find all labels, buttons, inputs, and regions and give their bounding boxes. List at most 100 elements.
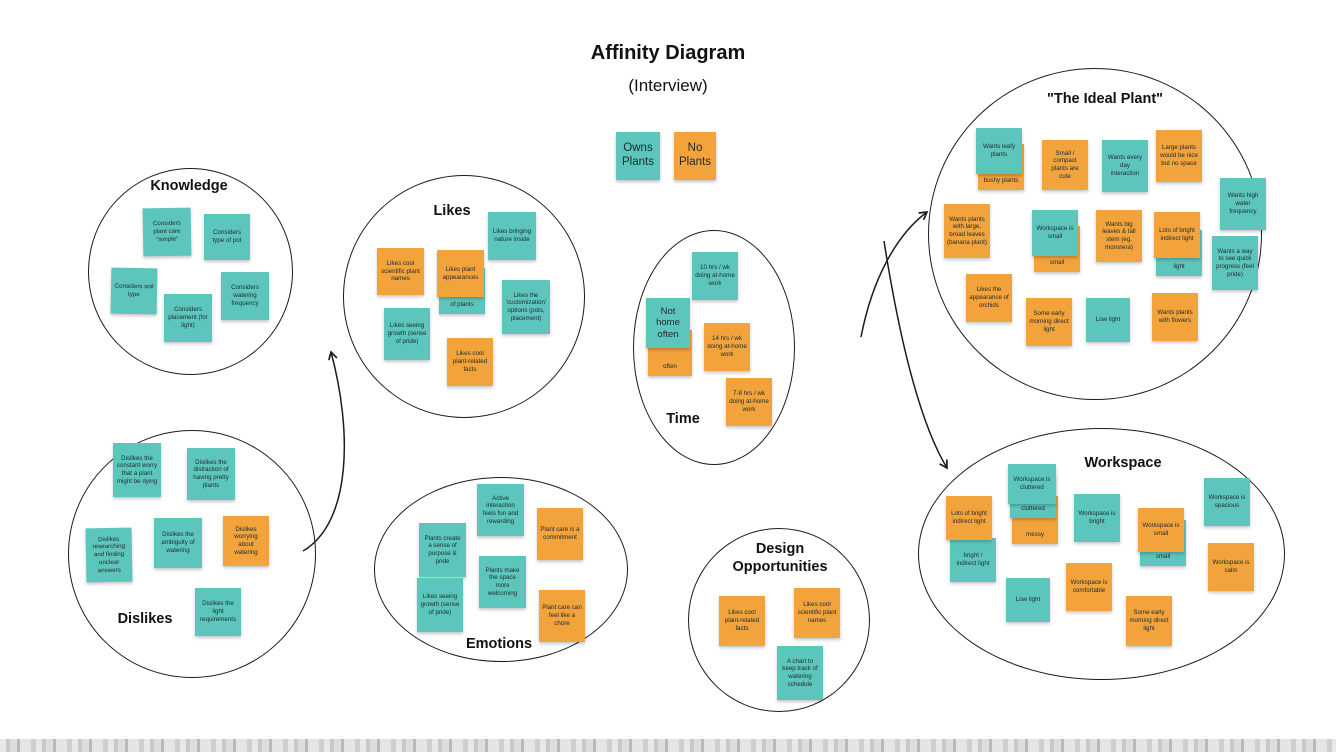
sticky-note-dislikes[interactable]: Dislikes researching and finding unclear… [85,527,133,583]
sticky-note-workspace[interactable]: Workspace is calm [1208,543,1254,591]
sticky-note-ideal-plant[interactable]: Wants high water frequency [1220,178,1266,230]
cluster-label-time: Time [666,411,700,427]
sticky-note-ideal-plant[interactable]: Wants plants with flowers [1152,293,1198,341]
sticky-note-knowledge[interactable]: Considers soil type [110,267,158,315]
sticky-note-text: Lots of bright indirect light [951,510,987,525]
sticky-note-text: 14 hrs / wk doing at-home work [707,335,747,358]
sticky-note-ideal-plant[interactable]: Some early morning direct light [1026,298,1072,346]
sticky-note-emotions[interactable]: Plants make the space more welcoming [479,556,526,608]
sticky-note-design-opportunities[interactable]: A chart to keep track of watering schedu… [777,646,823,700]
sticky-note-text: small [1155,553,1171,561]
sticky-note-ideal-plant[interactable]: Wants big leaves & tall stem (eg. monste… [1096,210,1142,262]
sticky-note-text: light [1173,263,1185,271]
sticky-note-text: Likes seeing growth (sense of pride) [387,322,427,345]
sticky-note-text: Wants leafy plants [982,143,1016,158]
sticky-note-workspace[interactable]: Workspace is spacious [1204,478,1250,526]
sticky-note-text: Some early morning direct light [1029,310,1069,333]
sticky-note-text: Likes plant appearances [442,265,479,281]
sticky-note-emotions[interactable]: Active interaction feels fun and rewardi… [477,484,524,536]
legend-no-plants-label: No Plants [679,142,711,168]
sticky-note-emotions[interactable]: Plant care is a commitment [537,508,583,560]
sticky-note-emotions[interactable]: Likes seeing growth (sense of pride) [417,578,463,632]
sticky-note-text: Likes the 'customization' options (pots,… [505,291,547,322]
sticky-note-knowledge[interactable]: Considers watering frequency [221,272,269,320]
sticky-note-text: Wants a way to see quick progress (feel … [1216,247,1254,278]
sticky-note-likes[interactable]: Likes cool scientific plant names [377,248,424,295]
sticky-note-likes[interactable]: Likes seeing growth (sense of pride) [384,308,430,360]
sticky-note-text: Workspace is comfortable [1070,579,1108,594]
sticky-note-emotions[interactable]: Plant care can feel like a chore [539,590,585,642]
sticky-note-text: Workspace is small [1142,522,1180,537]
sticky-note-text: Wants big leaves & tall stem (eg. monste… [1102,220,1136,251]
sticky-note-ideal-plant[interactable]: Small / compact plants are cute [1042,140,1088,190]
sticky-note-text: 7-8 hrs / wk doing at-home work [729,390,769,413]
sticky-note-text: cluttered [1021,505,1045,513]
sticky-note-likes[interactable]: Likes bringing nature inside [488,212,536,260]
sticky-note-time[interactable]: Not home often [646,298,690,348]
cluster-knowledge[interactable] [88,168,293,375]
sticky-note-text: Considers plant care "simple" [152,220,181,244]
sticky-note-workspace[interactable]: Workspace is comfortable [1066,563,1112,611]
sticky-note-likes[interactable]: Likes plant appearances [437,250,484,297]
sticky-note-text: Not home often [656,305,680,340]
sticky-note-design-opportunities[interactable]: Likes cool scientific plant names [794,588,840,638]
sticky-note-ideal-plant[interactable]: Wants a way to see quick progress (feel … [1212,236,1258,290]
sticky-note-ideal-plant[interactable]: Lots of bright indirect light [1154,212,1200,258]
sticky-note-workspace[interactable]: Workspace is bright [1074,494,1120,542]
sticky-note-text: bright / indirect light [956,552,990,567]
sticky-note-text: 10 hrs / wk doing at-home work [695,264,735,287]
cluster-emotions[interactable] [374,477,628,662]
cluster-workspace[interactable] [918,428,1285,680]
sticky-note-dislikes[interactable]: Dislikes the distraction of having prett… [187,448,235,500]
legend-note-no-plants[interactable]: No Plants [674,132,716,180]
sticky-note-likes[interactable]: Likes cool plant-related facts [447,338,493,386]
sticky-note-text: A chart to keep track of watering schedu… [782,657,818,688]
sticky-note-knowledge[interactable]: Considers plant care "simple" [142,207,192,257]
sticky-note-time[interactable]: 14 hrs / wk doing at-home work [704,323,750,371]
sticky-note-ideal-plant[interactable]: Wants plants with large, broad leaves (b… [944,204,990,258]
sticky-note-time[interactable]: 7-8 hrs / wk doing at-home work [726,378,772,426]
cluster-likes[interactable] [343,175,585,418]
sticky-note-text: bushy plants [983,177,1019,185]
cluster-label-knowledge: Knowledge [150,178,228,194]
sticky-note-knowledge[interactable]: Considers placement (for light) [164,294,212,342]
sticky-note-text: Likes the appearance of orchids [969,286,1009,309]
cluster-ideal-plant[interactable] [928,68,1262,400]
cluster-label-workspace: Workspace [1084,455,1162,471]
legend-note-owns-plants[interactable]: Owns Plants [616,132,660,180]
cluster-time[interactable] [633,230,795,465]
cluster-dislikes[interactable] [68,430,316,678]
sticky-note-emotions[interactable]: Plants create a sense of purpose & pride [419,523,466,577]
sticky-note-dislikes[interactable]: Dislikes the constant worry that a plant… [113,443,161,497]
sticky-note-text: Considers placement (for light) [168,306,208,329]
sticky-note-ideal-plant[interactable]: Workspace is small [1032,210,1078,256]
sticky-note-ideal-plant[interactable]: Wants leafy plants [976,128,1022,174]
sticky-note-dislikes[interactable]: Dislikes the light requirements [195,588,241,636]
sticky-note-text: Likes cool scientific plant names [797,601,837,624]
sticky-note-text: Dislikes researching and finding unclear… [92,535,126,574]
sticky-note-workspace[interactable]: Workspace is cluttered [1008,464,1056,504]
sticky-note-likes[interactable]: Likes the 'customization' options (pots,… [502,280,550,334]
sticky-note-time[interactable]: 10 hrs / wk doing at-home work [692,252,738,300]
sticky-note-ideal-plant[interactable]: Large plants would be nice but no space [1156,130,1202,182]
sticky-note-workspace[interactable]: Workspace is small [1138,508,1184,552]
sticky-note-knowledge[interactable]: Considers type of pot [204,214,250,260]
sticky-note-ideal-plant[interactable]: Likes the appearance of orchids [966,274,1012,322]
sticky-note-workspace[interactable]: bright / indirect light [950,538,996,582]
sticky-note-text: Likes cool plant-related facts [452,350,488,373]
sticky-note-dislikes[interactable]: Dislikes worrying about watering [223,516,269,566]
sticky-note-ideal-plant[interactable]: Wants every day interaction [1102,140,1148,192]
cluster-design-opportunities[interactable] [688,528,870,712]
sticky-note-text: Dislikes worrying about watering [234,525,258,556]
cluster-label-dislikes: Dislikes [117,611,173,627]
arrow-to-ideal-plant[interactable] [860,210,929,338]
sticky-note-workspace[interactable]: Some early morning direct light [1126,596,1172,646]
sticky-note-workspace[interactable]: Lots of bright indirect light [946,496,992,540]
sticky-note-text: Lots of bright indirect light [1159,227,1195,242]
sticky-note-text: Dislikes the light requirements [199,600,237,623]
sticky-note-design-opportunities[interactable]: Likes cool plant-related facts [719,596,765,646]
sticky-note-ideal-plant[interactable]: Low light [1086,298,1130,342]
sticky-note-text: Low light [1095,316,1121,324]
sticky-note-dislikes[interactable]: Dislikes the ambiguity of watering [154,518,202,568]
sticky-note-workspace[interactable]: Low light [1006,578,1050,622]
